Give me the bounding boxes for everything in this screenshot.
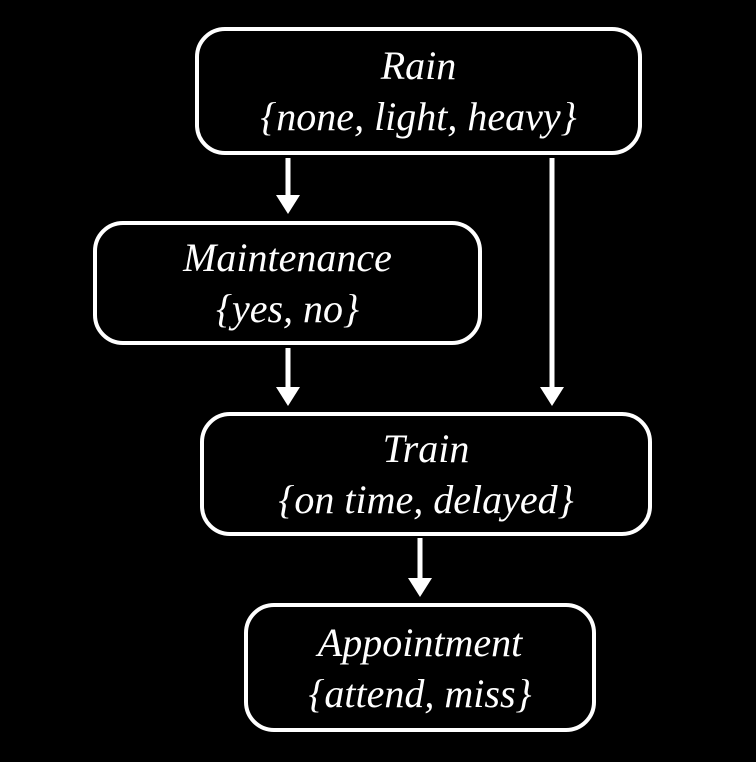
node-maintenance: Maintenance {yes, no} <box>93 221 482 345</box>
arrow-head-icon <box>408 578 432 597</box>
arrow-shaft <box>285 348 291 389</box>
arrow-head-icon <box>276 195 300 214</box>
arrow-head-icon <box>540 387 564 406</box>
arrow-shaft <box>549 158 555 389</box>
node-appointment-domain: {attend, miss} <box>308 670 532 716</box>
arrow-shaft <box>417 538 423 580</box>
arrow-rain-to-train <box>540 158 564 406</box>
node-maintenance-domain: {yes, no} <box>215 286 360 331</box>
arrow-head-icon <box>276 387 300 406</box>
node-train-label: Train <box>382 426 470 471</box>
arrow-rain-to-maintenance <box>276 158 300 214</box>
node-rain-label: Rain <box>380 43 457 88</box>
node-appointment: Appointment {attend, miss} <box>244 603 596 732</box>
node-train: Train {on time, delayed} <box>200 412 652 536</box>
node-rain: Rain {none, light, heavy} <box>195 27 642 155</box>
node-maintenance-label: Maintenance <box>183 235 392 280</box>
node-train-domain: {on time, delayed} <box>278 477 574 522</box>
arrow-maintenance-to-train <box>276 348 300 406</box>
arrow-train-to-appointment <box>408 538 432 597</box>
node-rain-domain: {none, light, heavy} <box>260 94 577 139</box>
node-appointment-label: Appointment <box>317 619 523 665</box>
arrow-shaft <box>285 158 291 197</box>
